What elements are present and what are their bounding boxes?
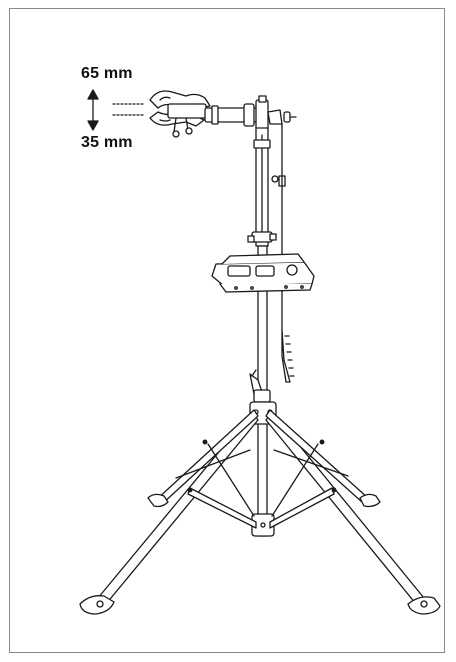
clamp-min-dimension-label: 35 mm	[81, 134, 133, 151]
tool-tray	[211, 253, 315, 293]
clamp-arm	[204, 95, 297, 131]
clamp-head	[149, 90, 211, 138]
clamp-max-dimension-label: 65 mm	[81, 65, 133, 82]
feet	[79, 493, 441, 615]
dimension-arrow	[87, 89, 99, 131]
dimension-guide-lines	[112, 103, 146, 116]
upright-post	[247, 127, 279, 537]
height-adjust-lever	[249, 369, 271, 403]
support-rod	[278, 123, 295, 383]
leg-joints	[187, 439, 337, 493]
tripod-legs	[97, 409, 425, 605]
